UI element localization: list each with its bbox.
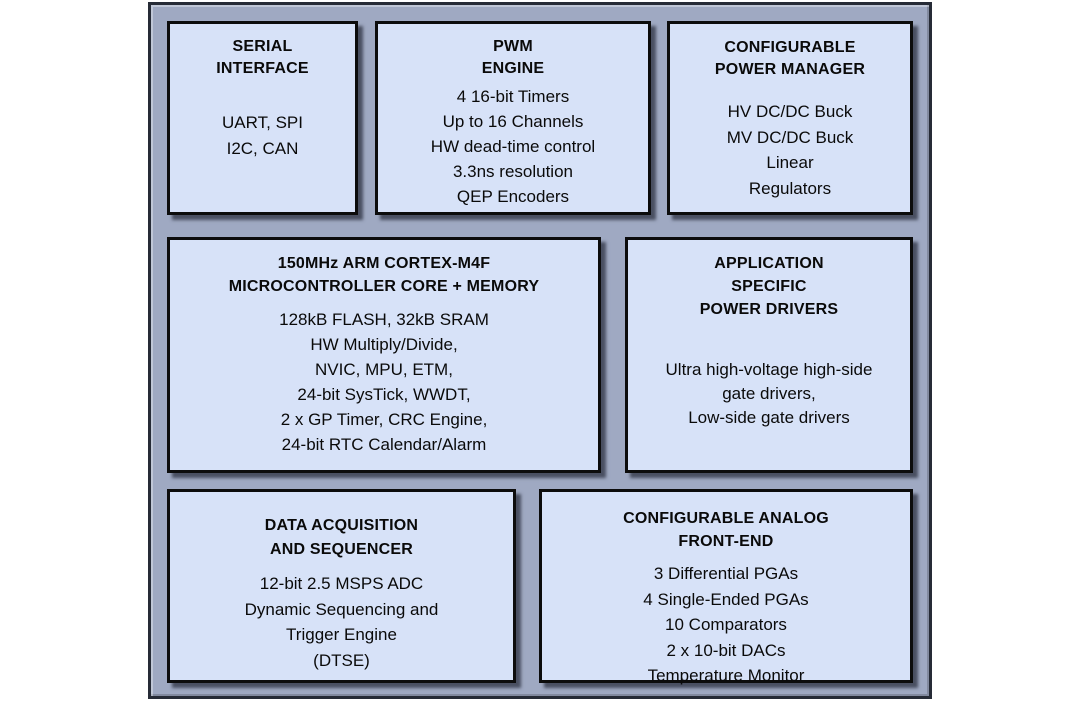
block-mcu-core-memory: 150MHz ARM CORTEX-M4F MICROCONTROLLER CO… bbox=[167, 237, 601, 473]
block-body: Ultra high-voltage high-side gate driver… bbox=[665, 360, 873, 427]
block-serial-interface: SERIAL INTERFACE UART, SPI I2C, CAN bbox=[167, 21, 358, 215]
block-body: 12-bit 2.5 MSPS ADC Dynamic Sequencing a… bbox=[244, 574, 439, 670]
block-title: CONFIGURABLE ANALOG FRONT-END bbox=[623, 510, 829, 550]
block-body: 3 Differential PGAs 4 Single-Ended PGAs … bbox=[643, 564, 809, 685]
block-title: 150MHz ARM CORTEX-M4F MICROCONTROLLER CO… bbox=[228, 255, 540, 295]
block-title: PWM ENGINE bbox=[481, 38, 545, 77]
block-title: APPLICATION SPECIFIC POWER DRIVERS bbox=[699, 255, 839, 318]
block-title: DATA ACQUISITION AND SEQUENCER bbox=[264, 517, 419, 558]
block-body: 128kB FLASH, 32kB SRAM HW Multiply/Divid… bbox=[279, 310, 489, 454]
block-body: UART, SPI I2C, CAN bbox=[222, 113, 303, 158]
block-title: CONFIGURABLE POWER MANAGER bbox=[714, 39, 866, 78]
block-application-specific-power-drivers: APPLICATION SPECIFIC POWER DRIVERS Ultra… bbox=[625, 237, 913, 473]
block-configurable-power-manager: CONFIGURABLE POWER MANAGER HV DC/DC Buck… bbox=[667, 21, 913, 215]
block-data-acquisition-sequencer: DATA ACQUISITION AND SEQUENCER 12-bit 2.… bbox=[167, 489, 516, 683]
block-title: SERIAL INTERFACE bbox=[216, 38, 309, 77]
block-pwm-engine: PWM ENGINE 4 16-bit Timers Up to 16 Chan… bbox=[375, 21, 651, 215]
block-body: HV DC/DC Buck MV DC/DC Buck Linear Regul… bbox=[726, 102, 854, 198]
block-configurable-analog-front-end: CONFIGURABLE ANALOG FRONT-END 3 Differen… bbox=[539, 489, 913, 685]
block-body: 4 16-bit Timers Up to 16 Channels HW dea… bbox=[430, 87, 596, 206]
chip-frame: SERIAL INTERFACE UART, SPI I2C, CAN PWM … bbox=[148, 2, 932, 699]
